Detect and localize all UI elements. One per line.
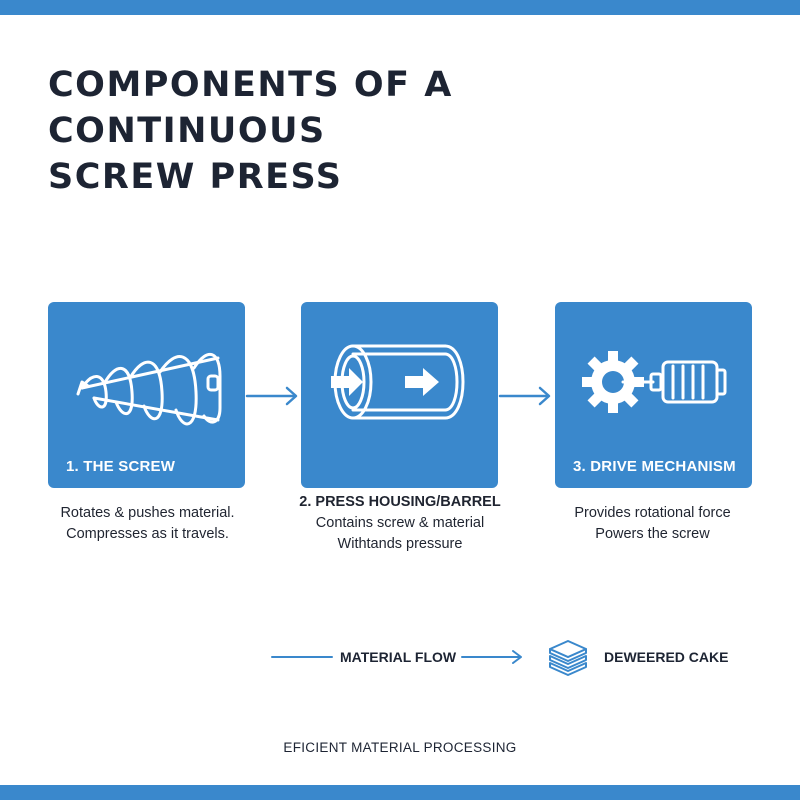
legend-material-flow: MATERIAL FLOW <box>270 645 530 669</box>
component-card-screw: 1. THE SCREW <box>48 302 245 488</box>
screw-description-line-1: Rotates & pushes material. <box>60 505 235 521</box>
top-accent-bar <box>0 0 800 15</box>
barrel-description-line-1: Contains screw & material <box>315 515 485 531</box>
drive-description-line-2: Powers the screw <box>595 526 710 542</box>
arrow-right-icon <box>498 386 551 406</box>
screw-icon <box>76 353 222 426</box>
legend-dewatered-cake: DEWEERED CAKE <box>546 640 746 676</box>
screw-description-line-2: Compresses as it travels. <box>66 526 229 542</box>
bottom-accent-bar <box>0 785 800 800</box>
barrel-heading: 2. PRESS HOUSING/BARREL <box>299 494 501 510</box>
legend-cake-label: DEWEERED CAKE <box>604 649 729 665</box>
flow-line-icon <box>271 650 522 664</box>
title-line-1: COMPONENTS OF A <box>48 65 453 105</box>
drive-description: Provides rotational force Powers the scr… <box>545 503 760 545</box>
arrow-right-icon <box>245 386 298 406</box>
title-line-3: SCREW PRESS <box>48 157 343 197</box>
component-card-drive: 3. DRIVE MECHANISM <box>555 302 752 488</box>
barrel-description-line-2: Withtands pressure <box>337 536 463 552</box>
component-label-drive: 3. DRIVE MECHANISM <box>573 458 736 475</box>
screw-description: Rotates & pushes material. Compresses as… <box>40 503 255 545</box>
barrel-description: 2. PRESS HOUSING/BARREL Contains screw &… <box>280 492 520 555</box>
gear-motor-icon <box>582 351 727 413</box>
footer-tagline: EFICIENT MATERIAL PROCESSING <box>283 740 517 755</box>
page-title: COMPONENTS OF A CONTINUOUS SCREW PRESS <box>48 62 648 200</box>
stacked-layers-icon <box>549 640 587 676</box>
barrel-icon <box>331 344 465 420</box>
component-label-screw: 1. THE SCREW <box>66 458 176 475</box>
title-line-2: CONTINUOUS <box>48 111 326 151</box>
component-card-barrel <box>301 302 498 488</box>
drive-description-line-1: Provides rotational force <box>574 505 731 521</box>
legend-flow-label: MATERIAL FLOW <box>340 649 457 665</box>
